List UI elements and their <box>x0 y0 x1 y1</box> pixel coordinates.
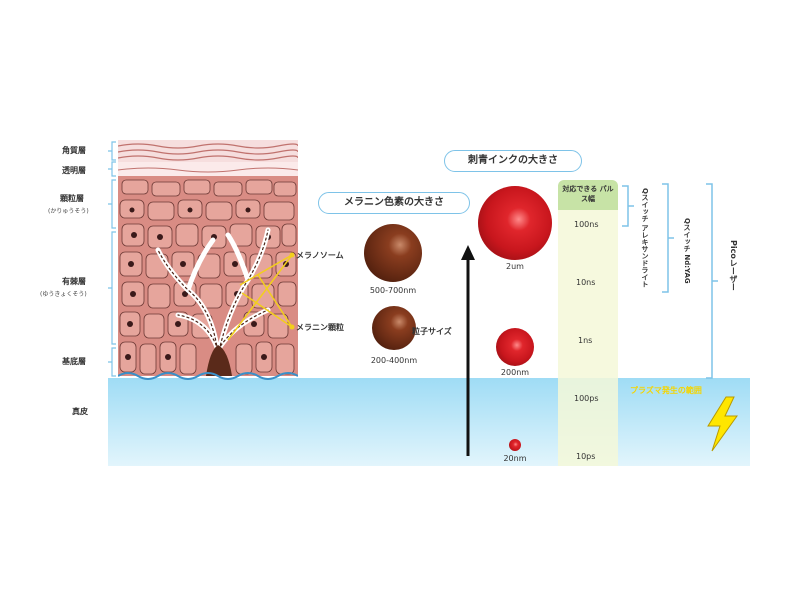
laser-q-alexandrite: Qスイッチ アレキサンドライト <box>641 188 649 288</box>
lightning-icon <box>707 396 738 452</box>
melanin-ball-small <box>372 306 416 350</box>
layer-brackets <box>108 141 116 377</box>
melanin-size-small-label: 200-400nm <box>370 356 418 365</box>
laser-brackets <box>622 183 718 379</box>
skin-illustration <box>118 140 298 380</box>
pulse-tick-100ps: 100ps <box>574 394 599 403</box>
particle-size-arrow <box>461 245 475 456</box>
laser-pico: Picoレーザー <box>729 240 738 291</box>
pulse-width-column <box>558 198 618 466</box>
label-stratum-spinosum: 有棘層 <box>62 277 86 286</box>
label-stratum-basale: 基底層 <box>62 357 86 366</box>
callout-melanosome: メラノソーム <box>296 251 344 260</box>
label-stratum-spinosum-reading: (ゆうきょくそう) <box>40 291 87 298</box>
ink-size-20nm-label: 20nm <box>503 454 527 463</box>
particle-size-axis-label: 粒子サイズ <box>412 327 452 336</box>
pulse-tick-10ps: 10ps <box>576 452 596 461</box>
pulse-tick-10ns: 10ns <box>576 278 596 287</box>
ink-ball-200nm <box>496 328 534 366</box>
melanin-size-title: メラニン色素の大きさ <box>318 192 470 214</box>
laser-q-ndyag: Qスイッチ Nd:YAG <box>683 218 691 284</box>
pulse-width-header-text: 対応できる パルス幅 <box>562 185 614 203</box>
ink-ball-2um <box>478 186 552 260</box>
label-stratum-granulosum: 顆粒層 <box>60 194 84 203</box>
dermis-band <box>108 378 750 466</box>
ink-size-title: 刺青インクの大きさ <box>444 150 582 172</box>
ink-size-2um-label: 2um <box>506 262 524 271</box>
plasma-range-label: プラズマ発生の範囲 <box>630 386 702 395</box>
callout-lines <box>227 252 295 341</box>
pulse-tick-100ns: 100ns <box>574 220 599 229</box>
ink-size-200nm-label: 200nm <box>500 368 530 377</box>
label-stratum-corneum: 角質層 <box>62 146 86 155</box>
label-dermis: 真皮 <box>72 407 88 416</box>
ink-ball-20nm <box>509 439 521 451</box>
callout-melanin-granule: メラニン顆粒 <box>296 323 344 332</box>
pulse-width-header <box>558 180 618 210</box>
pulse-tick-1ns: 1ns <box>578 336 593 345</box>
melanin-size-large-label: 500-700nm <box>369 286 417 295</box>
label-stratum-granulosum-reading: (かりゅうそう) <box>48 208 89 215</box>
label-stratum-lucidum: 透明層 <box>62 166 86 175</box>
melanin-ball-large <box>364 224 422 282</box>
